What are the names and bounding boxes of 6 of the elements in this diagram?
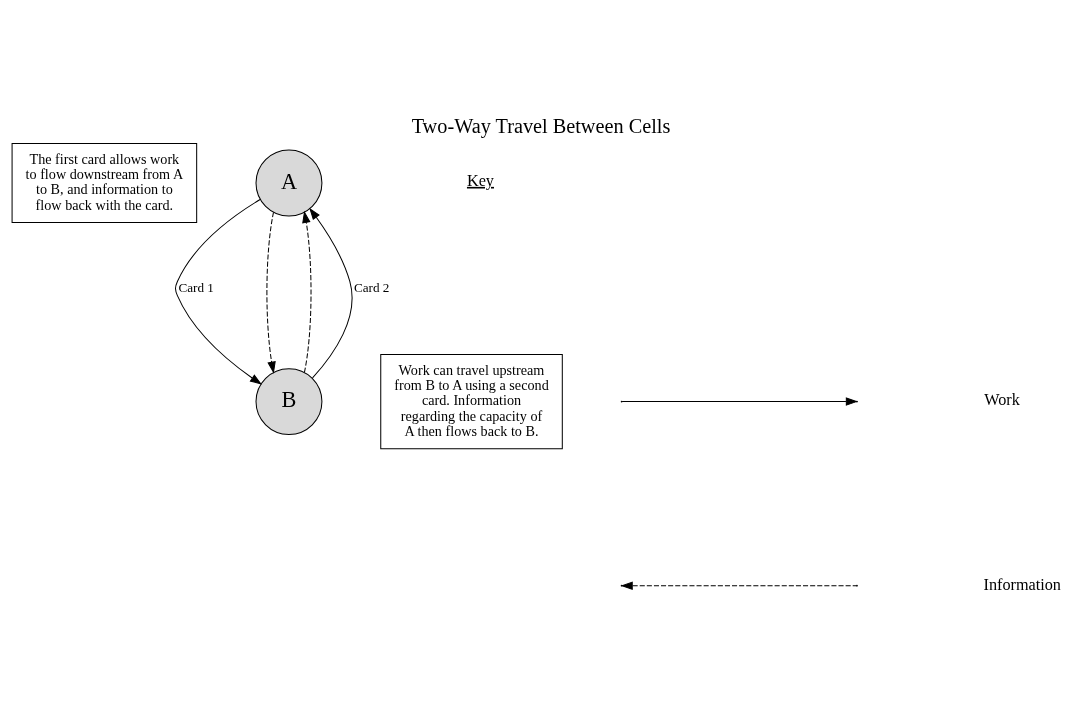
edge-label: Card 1 (178, 279, 214, 295)
legend-label: Work (984, 391, 1020, 410)
label: Key (466, 171, 494, 190)
edge-label: Card 2 (353, 279, 390, 295)
diagram-title: Two-Way Travel Between Cells (411, 115, 671, 138)
legend-label: Information (983, 575, 1061, 594)
